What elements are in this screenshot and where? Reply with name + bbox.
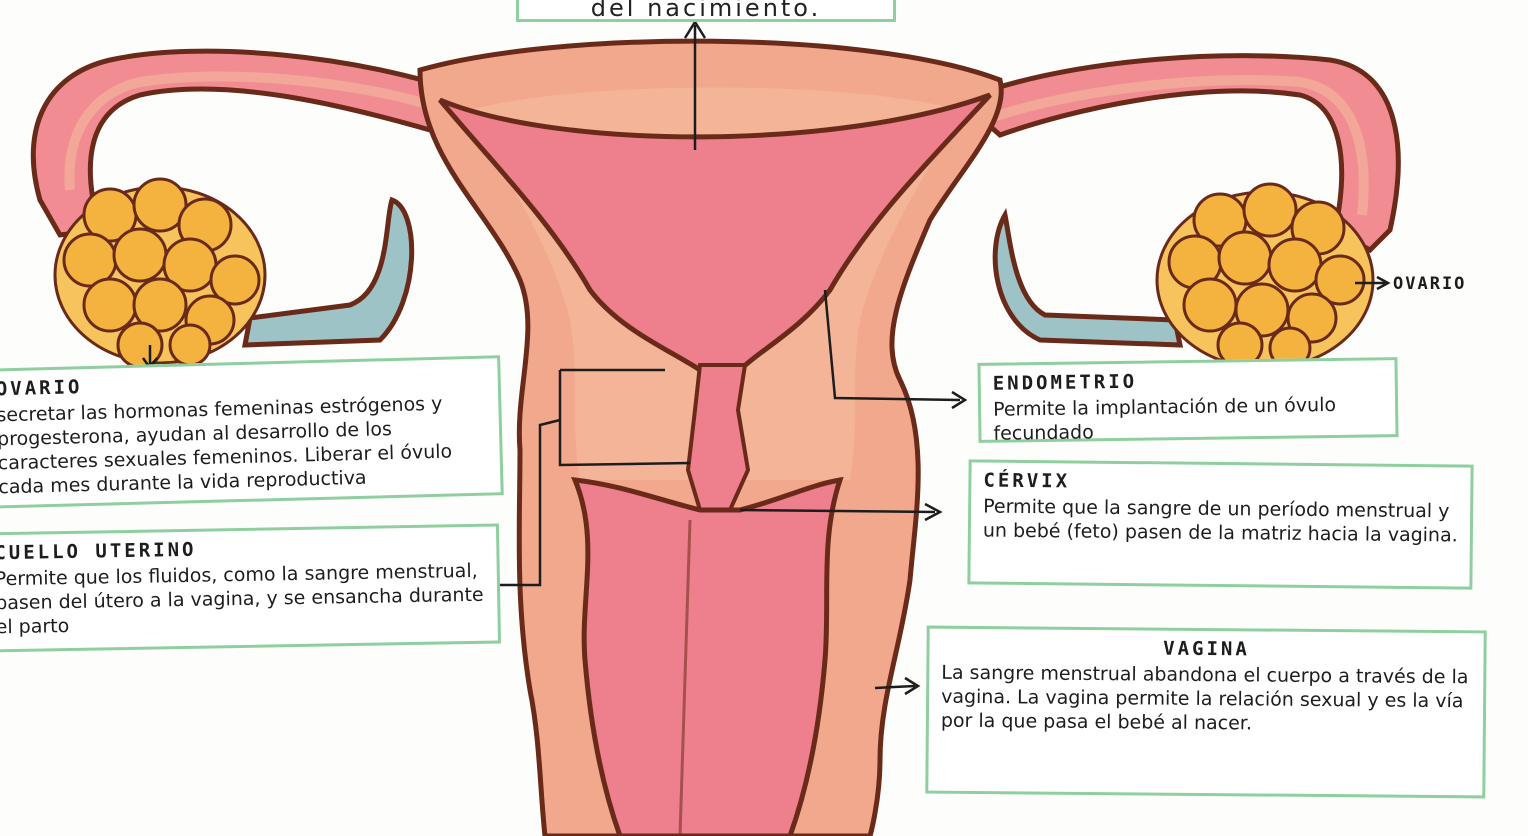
endometrio-note: ENDOMETRIO Permite la implantación de un… — [977, 357, 1398, 443]
ovario-note: OVARIO secretar las hormonas femeninas e… — [0, 355, 504, 509]
vaginal-canal — [575, 480, 840, 836]
right-ovary-label: OVARIO — [1393, 274, 1466, 294]
vagina-text: La sangre menstrual abandona el cuerpo a… — [941, 661, 1472, 738]
right-ovarian-ligament — [995, 215, 1180, 345]
utero-note-tail: del nacimiento. — [516, 0, 896, 22]
ovario-text: secretar las hormonas femeninas estrógen… — [0, 391, 489, 500]
cuello-uterino-text: Permite que los fluidos, como la sangre … — [0, 559, 486, 640]
cervix-text: Permite que la sangre de un período mens… — [983, 495, 1458, 548]
vagina-note: VAGINA La sangre menstrual abandona el c… — [925, 626, 1486, 799]
left-ovarian-ligament — [245, 200, 412, 345]
vagina-heading: VAGINA — [941, 635, 1471, 664]
left-ovary — [55, 179, 265, 367]
cervix-heading: CÉRVIX — [983, 469, 1458, 498]
right-tube-inner — [990, 80, 1364, 215]
cervix-note: CÉRVIX Permite que la sangre de un perío… — [967, 459, 1473, 589]
cuello-uterino-note: CUELLO UTERINO Permite que los fluidos, … — [0, 523, 501, 652]
endometrio-text: Permite la implantación de un óvulo fecu… — [993, 392, 1384, 445]
cervical-canal — [688, 365, 748, 510]
endometrio-heading: ENDOMETRIO — [993, 366, 1383, 395]
